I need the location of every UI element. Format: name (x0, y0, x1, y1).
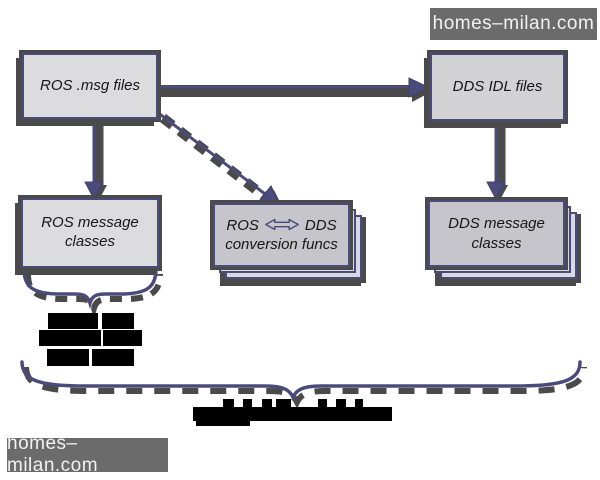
redacted-text-bar (276, 399, 291, 407)
conversion-funcs-line2: conversion funcs (225, 236, 338, 253)
arrow-dds-idl-to-dds-classes (486, 122, 508, 201)
stack-conversion-funcs: ROS DDS conversion funcs (213, 203, 362, 279)
watermark-top: homes–milan.com (430, 8, 597, 40)
redacted-text-bar (196, 421, 250, 426)
arrow-ros-msg-to-dds-idl (158, 77, 431, 102)
stack-dds-message-classes: DDS message classes (428, 200, 577, 279)
redacted-text-bar (47, 349, 89, 366)
redacted-text-bar (318, 399, 327, 407)
brace-under-ros-classes (22, 267, 163, 319)
arrow-ros-msg-to-ros-classes (84, 119, 107, 201)
box-ros-message-classes-label: ROS message classes (41, 214, 139, 250)
box-dds-message-classes: DDS message classes (428, 200, 565, 267)
brace-under-all (20, 360, 587, 409)
arrow-ros-msg-to-conversion-funcs (156, 110, 282, 206)
redacted-text-bar (223, 399, 234, 407)
box-ros-message-classes: ROS message classes (21, 198, 159, 268)
redacted-text-bar (336, 399, 346, 407)
redacted-text-bar (103, 330, 142, 346)
box-conversion-funcs: ROS DDS conversion funcs (213, 203, 350, 267)
redacted-text-bar (92, 349, 134, 366)
watermark-bottom: homes–milan.com (7, 433, 168, 476)
conversion-funcs-ros-label: ROS (226, 216, 259, 234)
conversion-funcs-dds-label: DDS (304, 216, 337, 234)
redacted-text-bar (102, 313, 134, 329)
double-arrow-icon (265, 218, 299, 230)
conversion-funcs-line1: ROS DDS (226, 216, 336, 236)
redacted-text-bar (243, 399, 252, 407)
redacted-text-bar (262, 399, 272, 407)
redacted-text-bar (355, 399, 363, 407)
box-ros-msg-files: ROS .msg files (22, 53, 158, 119)
redacted-text-bar (48, 313, 98, 329)
box-dds-idl-files: DDS IDL files (430, 53, 565, 121)
box-dds-message-classes-label: DDS message classes (448, 215, 545, 252)
redacted-text-bar (39, 330, 101, 346)
redacted-text-bar (193, 407, 392, 421)
box-ros-msg-files-label: ROS .msg files (39, 76, 141, 94)
box-dds-idl-files-label: DDS IDL files (452, 77, 543, 95)
